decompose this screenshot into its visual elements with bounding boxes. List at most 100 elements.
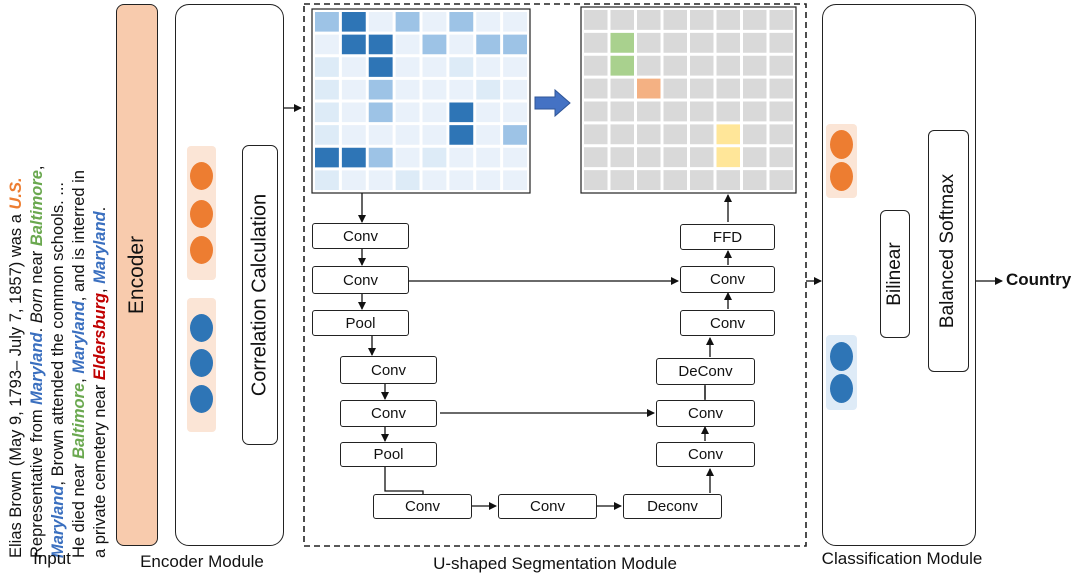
input-label: Input — [33, 549, 71, 568]
heatmap-cell — [503, 12, 527, 32]
heatmap-cell — [422, 102, 447, 123]
heatmap-cell — [395, 34, 420, 55]
bilinear-block — [880, 210, 910, 338]
input-text-fragment: , — [91, 283, 109, 293]
input-text-fragment: . — [28, 323, 46, 333]
output-grid-cell — [610, 124, 634, 145]
deconv-box: Deconv — [623, 494, 722, 519]
conv-box: Conv — [680, 310, 775, 336]
output-grid-cell — [584, 10, 608, 30]
input-text-fragment: a private cemetery near — [91, 380, 109, 558]
output-grid-cell — [716, 170, 740, 190]
output-grid-cell — [663, 147, 687, 168]
output-grid-cell — [663, 78, 687, 99]
output-grid-cell — [637, 10, 661, 30]
input-text-fragment: . — [91, 206, 109, 212]
heatmap-cell — [368, 79, 393, 100]
output-grid-cell — [663, 10, 687, 30]
heatmap-cell — [315, 170, 339, 190]
output-grid-cell — [637, 101, 661, 122]
orange-entity-circle — [830, 130, 853, 159]
heatmap-cell — [395, 125, 420, 145]
entity-mention-blue: Maryland — [28, 332, 46, 405]
entity-mention-blue: Maryland — [91, 211, 109, 284]
output-grid-cell — [716, 32, 740, 53]
heatmap-cell — [503, 34, 527, 55]
output-grid-cell — [743, 147, 767, 168]
heatmap-cell — [341, 147, 366, 168]
output-grid-cell — [637, 170, 661, 190]
output-grid-cell — [584, 170, 608, 190]
input-text-fragment: He died near — [70, 458, 88, 558]
input-text-line: He died near Baltimore, Maryland, and is… — [69, 13, 90, 558]
heatmap-cell — [341, 34, 366, 55]
output-grid-cell — [743, 78, 767, 99]
heatmap-cell — [476, 79, 501, 100]
heatmap-cell — [503, 125, 527, 145]
output-grid-cell — [584, 147, 608, 168]
output-grid-cell — [610, 78, 634, 99]
output-grid-cell — [769, 101, 793, 122]
output-grid-cell — [584, 32, 608, 53]
conv-box: Conv — [656, 400, 755, 427]
encoder-module-label: Encoder Module — [140, 552, 264, 571]
heatmap-cell — [503, 79, 527, 100]
heatmap-cell — [449, 147, 474, 168]
conv-box: Conv — [340, 400, 437, 427]
output-grid-cell — [690, 55, 714, 76]
input-text-fragment: near — [28, 246, 46, 289]
output-grid-cell — [690, 32, 714, 53]
output-grid-cell — [716, 124, 740, 145]
blue-token-circle — [190, 349, 213, 377]
heatmap-cell — [476, 102, 501, 123]
output-grid-cell — [690, 10, 714, 30]
segmentation-module-label: U-shaped Segmentation Module — [433, 554, 677, 573]
input-text-line: Elias Brown (May 9, 1793– July 7, 1857) … — [6, 13, 27, 558]
output-grid-cell — [584, 55, 608, 76]
output-grid-cell — [716, 55, 740, 76]
blue-token-circle — [190, 314, 213, 342]
entity-mention-blue: Maryland — [49, 485, 67, 558]
output-grid-cell — [663, 124, 687, 145]
output-grid-cell — [690, 78, 714, 99]
entity-mention-green: Baltimore — [28, 170, 46, 247]
blue-entity-circle — [830, 342, 853, 371]
output-grid-cell — [690, 101, 714, 122]
heatmap-cell — [315, 147, 339, 168]
input-text-fragment: , — [28, 165, 46, 171]
heatmap-cell — [476, 147, 501, 168]
heatmap-cell — [476, 57, 501, 77]
output-grid-cell — [743, 32, 767, 53]
heatmap-cell — [449, 12, 474, 32]
heatmap-cell — [422, 125, 447, 145]
output-grid-cell — [637, 78, 661, 99]
heatmap-cell — [341, 125, 366, 145]
heatmap-cell — [341, 79, 366, 100]
deconv-box: DeConv — [656, 358, 755, 385]
output-grid-cell — [743, 124, 767, 145]
heatmap-cell — [395, 79, 420, 100]
blue-entity-circle — [830, 374, 853, 403]
conv-box: Conv — [312, 266, 409, 294]
heatmap-cell — [449, 102, 474, 123]
heatmap-cell — [449, 34, 474, 55]
heatmap-cell — [368, 125, 393, 145]
output-grid-cell — [743, 170, 767, 190]
heatmap-cell — [341, 170, 366, 190]
bilinear-label: Bilinear — [884, 242, 905, 306]
input-document-text: Elias Brown (May 9, 1793– July 7, 1857) … — [6, 13, 111, 558]
correlation-calculation-block — [242, 145, 278, 445]
input-text-fragment: Elias Brown (May 9, 1793– July 7, 1857) … — [7, 209, 25, 558]
heatmap-cell — [368, 57, 393, 77]
output-grid-cell — [690, 124, 714, 145]
output-grid-cell — [584, 124, 608, 145]
pool-box: Pool — [340, 442, 437, 467]
segmentation-module-border — [303, 3, 807, 547]
conv-box: Conv — [340, 356, 437, 384]
output-grid-cell — [716, 78, 740, 99]
output-grid-cell — [769, 124, 793, 145]
heatmap-cell — [449, 125, 474, 145]
output-grid-cell — [610, 101, 634, 122]
output-grid-cell — [663, 170, 687, 190]
